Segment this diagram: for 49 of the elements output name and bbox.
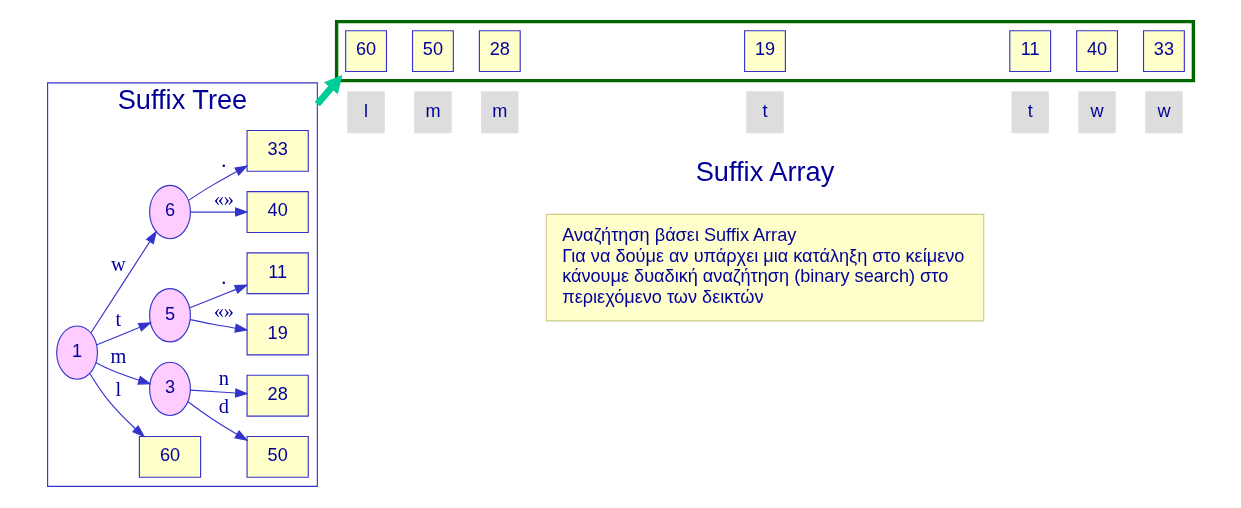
cluster <box>334 19 1196 83</box>
node-box: 33 <box>1142 30 1185 73</box>
node-box: t <box>1011 91 1049 134</box>
arrow <box>90 230 158 334</box>
node-box: 40 <box>1076 30 1119 73</box>
node-ellipse: 3 <box>149 361 191 417</box>
node-box: 28 <box>246 374 309 417</box>
node-box: 60 <box>345 30 388 73</box>
arrow <box>189 207 249 217</box>
arrow <box>189 388 249 398</box>
arrow <box>189 284 249 309</box>
edge-label: w <box>111 253 126 276</box>
label: Suffix Array <box>695 155 835 187</box>
edge-label: l <box>115 378 122 401</box>
arrow <box>95 362 152 385</box>
node-box: m <box>414 91 452 134</box>
node-ellipse: 6 <box>149 184 191 240</box>
node-ellipse: 1 <box>56 325 99 380</box>
node-box: 40 <box>246 191 309 234</box>
node-box: t <box>746 91 784 134</box>
arrow <box>187 165 249 201</box>
edge-label: t <box>115 307 122 330</box>
node-box: Αναζήτηση βάσει Suffix Array Για να δούμε αν υπάρχει μια κατάληξη στο κείμενο κάνουμε δυαδική αναζήτηση (binary search) στο περιεχόμενο των δεικτών <box>545 213 985 322</box>
edge-label: «» <box>213 299 235 322</box>
node-box: l <box>347 91 385 134</box>
arrow <box>89 373 146 438</box>
node-box: 11 <box>1009 30 1052 73</box>
node-box: w <box>1078 91 1116 134</box>
edge-label: . <box>221 265 227 288</box>
edge-label: . <box>221 149 227 172</box>
node-box: 50 <box>246 435 309 478</box>
edge-label: n <box>218 366 229 389</box>
node-box: 33 <box>246 129 309 172</box>
node-ellipse: 5 <box>149 288 191 343</box>
node-box: w <box>1145 91 1183 134</box>
edge-label: m <box>110 345 127 368</box>
arrow <box>189 319 249 333</box>
edge-label: d <box>218 395 229 418</box>
node-box: m <box>481 91 519 134</box>
arrow <box>314 75 343 107</box>
node-box: 19 <box>744 30 786 73</box>
arrow <box>96 322 152 346</box>
node-box: 28 <box>478 30 521 73</box>
arrow <box>187 401 249 441</box>
edge-label: «» <box>213 187 235 210</box>
node-box: 50 <box>411 30 454 73</box>
node-box: 11 <box>246 252 309 295</box>
node-box: 19 <box>246 313 309 356</box>
node-box: 60 <box>138 435 202 478</box>
